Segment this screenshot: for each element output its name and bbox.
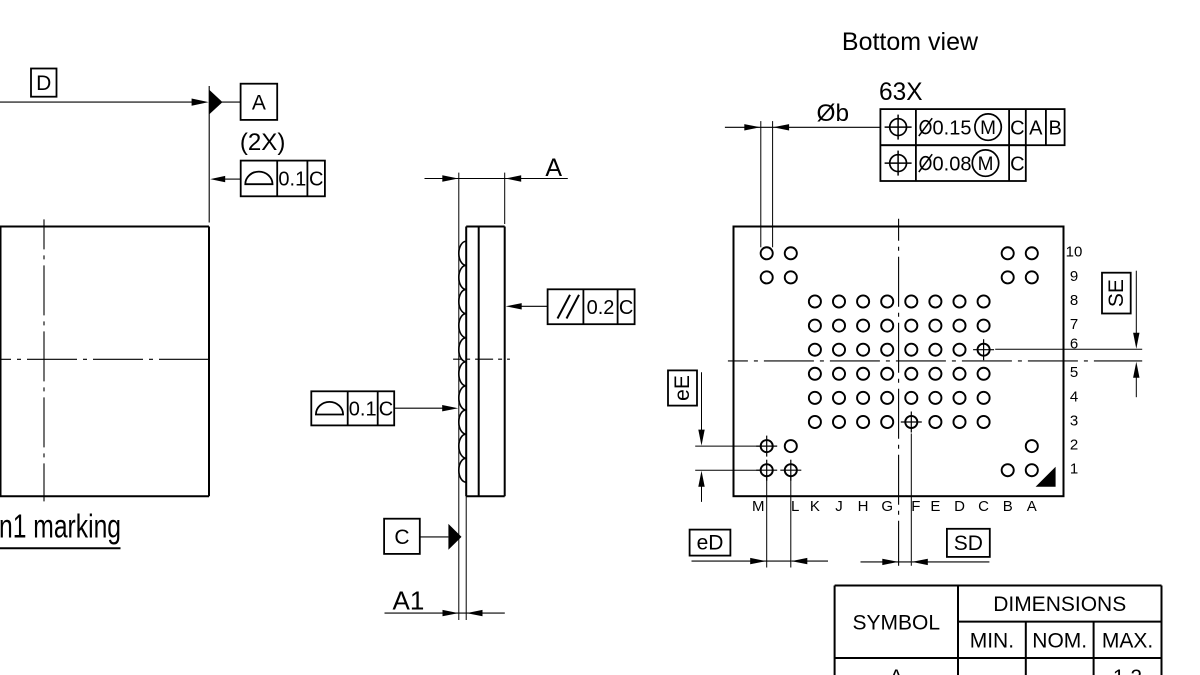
svg-text:SD: SD [954, 532, 983, 555]
svg-text:SE: SE [1105, 279, 1128, 307]
svg-text:D: D [36, 72, 51, 95]
svg-text:63X: 63X [879, 78, 923, 106]
svg-text:0.1: 0.1 [349, 398, 377, 420]
svg-text:A: A [1029, 117, 1043, 139]
svg-text:Bottom view: Bottom view [842, 28, 979, 56]
svg-text:K: K [810, 498, 820, 515]
svg-text:C: C [309, 169, 323, 191]
svg-text:0.15: 0.15 [933, 117, 972, 139]
svg-text:7: 7 [1070, 316, 1078, 333]
svg-text:A1: A1 [392, 586, 424, 616]
svg-text:(2X): (2X) [240, 129, 286, 156]
svg-text:C: C [379, 398, 393, 420]
svg-text:Øb: Øb [817, 100, 850, 127]
svg-text:1: 1 [1070, 461, 1078, 478]
svg-text:8: 8 [1070, 292, 1078, 309]
svg-text:0.1: 0.1 [278, 169, 306, 191]
svg-text:SYMBOL: SYMBOL [853, 611, 941, 634]
svg-text:5: 5 [1070, 364, 1078, 381]
svg-text:C: C [394, 526, 409, 549]
svg-text:A: A [1027, 498, 1037, 515]
svg-text:L: L [791, 498, 799, 515]
svg-text:F: F [911, 498, 920, 515]
svg-text:n1 marking: n1 marking [0, 508, 121, 545]
svg-text:2: 2 [1070, 437, 1078, 454]
svg-text:C: C [1010, 153, 1024, 175]
svg-text:10: 10 [1066, 244, 1083, 261]
svg-text:J: J [835, 498, 843, 515]
svg-text:3: 3 [1070, 412, 1078, 429]
svg-text:eE: eE [671, 375, 694, 401]
svg-text:9: 9 [1070, 268, 1078, 285]
svg-text:0.2: 0.2 [587, 297, 615, 319]
svg-text:E: E [930, 498, 940, 515]
svg-text:NOM.: NOM. [1032, 630, 1087, 653]
svg-text:M: M [752, 498, 765, 515]
svg-text:MIN.: MIN. [970, 630, 1014, 653]
svg-text:A: A [252, 91, 266, 114]
svg-text:DIMENSIONS: DIMENSIONS [993, 593, 1126, 616]
svg-text:MAX.: MAX. [1102, 630, 1153, 653]
svg-text:1.2: 1.2 [1113, 666, 1142, 675]
svg-text:M: M [978, 154, 994, 175]
svg-text:H: H [858, 498, 869, 515]
svg-text:C: C [1010, 117, 1024, 139]
svg-text:B: B [1003, 498, 1013, 515]
svg-text:C: C [619, 297, 633, 319]
svg-text:0.08: 0.08 [933, 153, 972, 175]
svg-text:A: A [545, 154, 562, 182]
svg-text:A: A [889, 666, 903, 675]
svg-text:eD: eD [697, 532, 724, 555]
svg-text:M: M [980, 118, 996, 139]
svg-text:G: G [881, 498, 893, 515]
svg-text:C: C [978, 498, 989, 515]
svg-text:D: D [954, 498, 965, 515]
svg-text:B: B [1049, 117, 1062, 139]
svg-text:6: 6 [1070, 335, 1078, 352]
svg-text:4: 4 [1070, 388, 1078, 405]
